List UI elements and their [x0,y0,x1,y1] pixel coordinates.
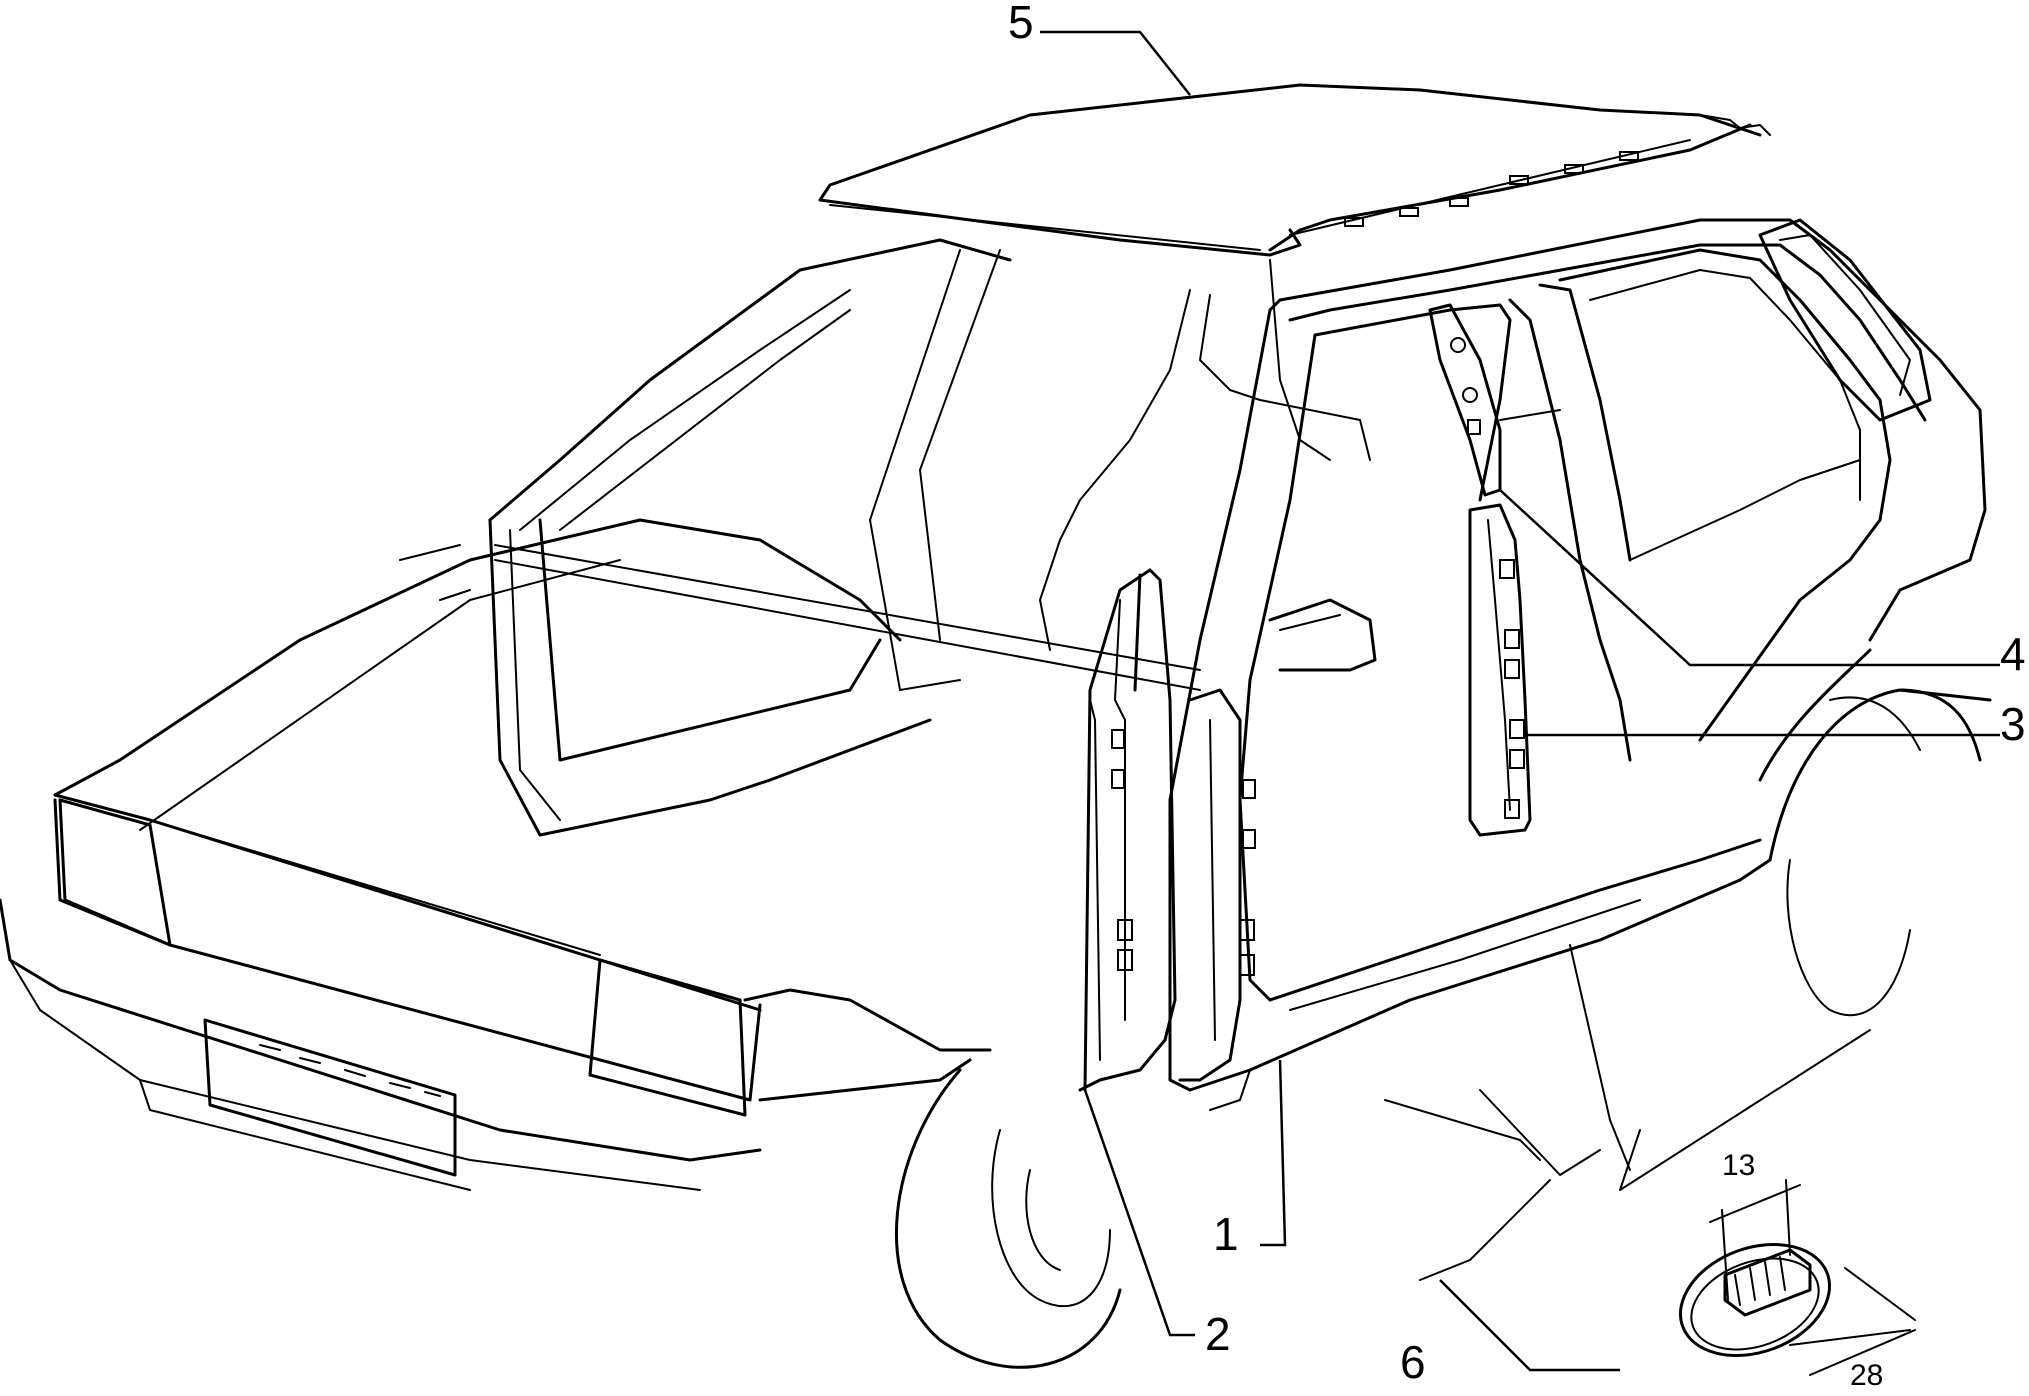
b-pillar-upper [1428,303,1502,497]
roof-panel [818,83,1771,257]
callout-6: 6 [1400,1336,1426,1388]
dimension-13: 13 [1722,1149,1755,1182]
callout-3: 3 [2000,698,2026,750]
side-frame-assembly [1168,218,1992,1111]
callout-2: 2 [1205,1308,1231,1360]
b-pillar-lower [1468,503,1532,837]
car-body-outline [0,238,1371,1369]
callout-4: 4 [2000,628,2026,680]
dimension-28: 28 [1850,1359,1883,1392]
roof-rail-slots [1344,151,1639,227]
leader-lines [1040,30,2000,1372]
inner-a-pillar [1178,688,1256,1082]
callout-1: 1 [1213,1208,1239,1260]
detail-plug [1678,1179,1916,1376]
a-pillar-reinforcement [1078,568,1177,1092]
callout-5: 5 [1008,0,1034,48]
